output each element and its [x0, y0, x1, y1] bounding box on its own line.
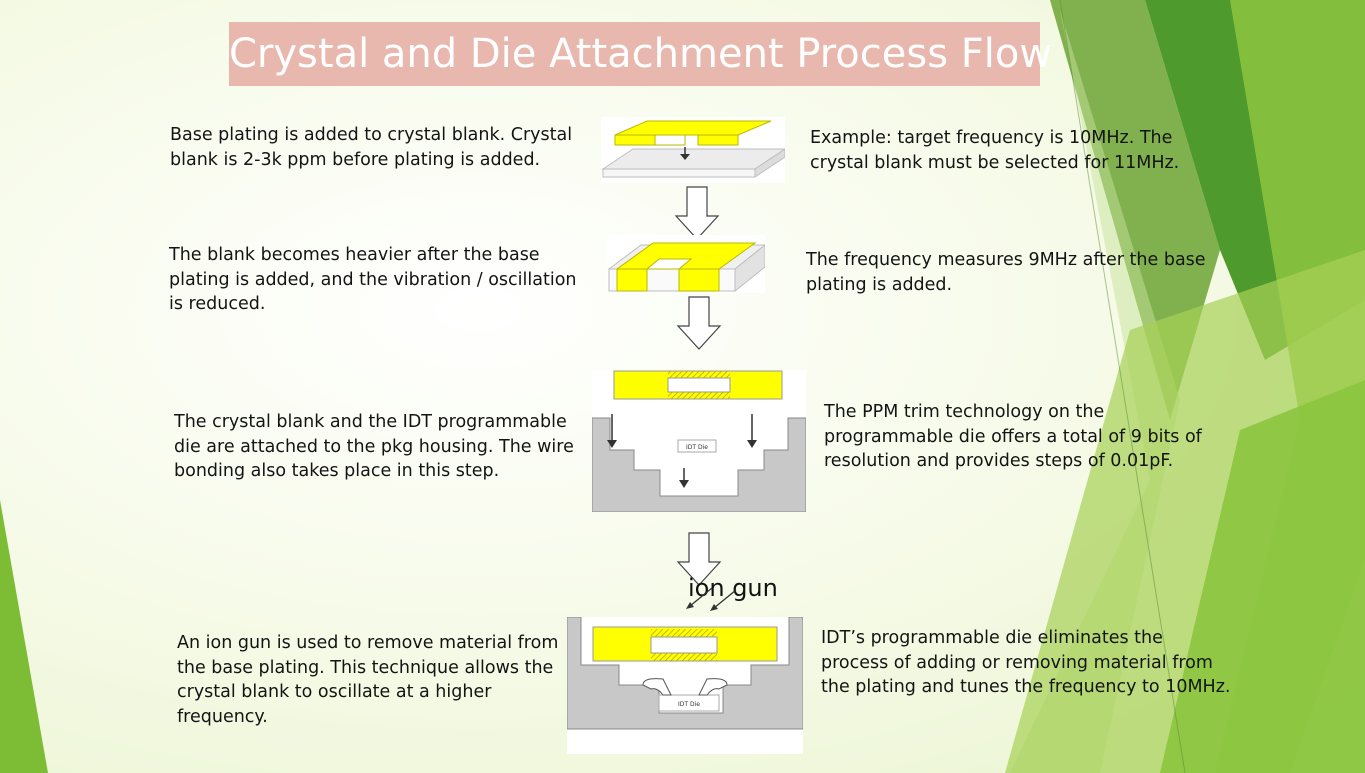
down-arrow-icon: [676, 296, 722, 350]
trimmed-package-figure: IDT Die: [567, 617, 803, 754]
plated-blank-figure: [607, 235, 765, 293]
down-arrow-icon: [674, 186, 720, 240]
ion-gun-arrows-icon: [686, 587, 737, 611]
step-3-note: The PPM trim technology on the programma…: [824, 402, 1202, 471]
step-1-note: Example: target frequency is 10MHz. The …: [810, 128, 1180, 173]
ion-gun-label: ion gun: [688, 574, 778, 602]
step-2-note: The frequency measures 9MHz after the ba…: [806, 250, 1206, 295]
step-1-description: Base plating is added to crystal blank. …: [170, 125, 573, 170]
step-3-description: The crystal blank and the IDT programmab…: [174, 412, 574, 481]
step-4-note: IDT’s programmable die eliminates the pr…: [821, 628, 1231, 697]
step-2-description: The blank becomes heavier after the base…: [169, 245, 577, 314]
slide-title: Crystal and Die Attachment Process Flow: [229, 22, 1052, 86]
step-4-description: An ion gun is used to remove material fr…: [177, 633, 559, 727]
die-label: IDT Die: [686, 444, 708, 451]
crystal-blank-figure: [601, 117, 785, 183]
package-housing-figure: IDT Die: [592, 370, 806, 512]
down-arrow-icon: [676, 532, 722, 586]
die-label: IDT Die: [678, 701, 700, 708]
